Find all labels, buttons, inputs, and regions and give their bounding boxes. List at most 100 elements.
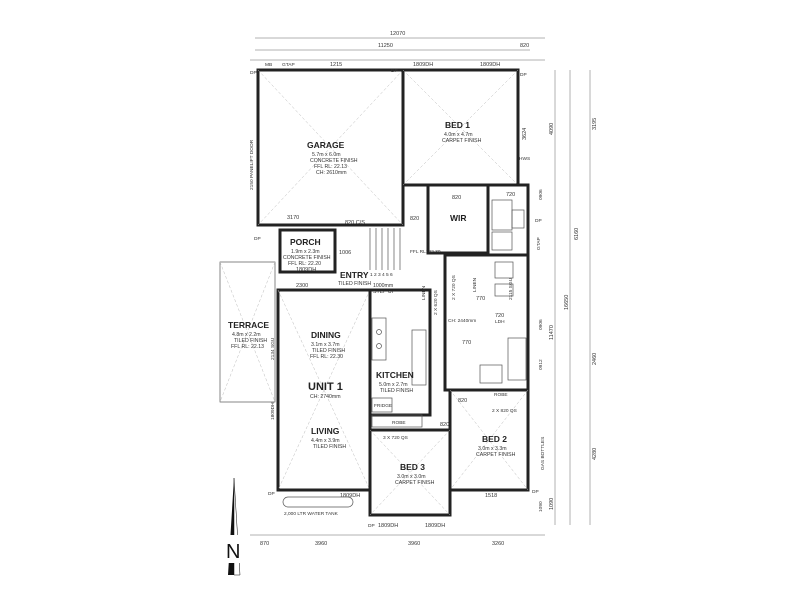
- dim-top-right: 820: [520, 43, 529, 49]
- dp-bottom-left: DP: [268, 491, 275, 497]
- dim-porch-2300: 2300: [296, 283, 308, 289]
- dim-top-overall: 12070: [390, 31, 405, 37]
- robe2-label: ROBE: [494, 392, 508, 398]
- kitchen-size: 5.0m x 2.7m: [379, 382, 408, 388]
- dim-right-4090: 4090: [549, 123, 555, 135]
- dim-right-16650: 16650: [564, 295, 570, 310]
- terrace-finish: TILED FINISH: [234, 338, 267, 344]
- dim-door-720b: 720: [495, 313, 504, 319]
- dim-door-770b: 770: [462, 340, 471, 346]
- ldh-label: LDH: [495, 319, 505, 325]
- living-label: LIVING: [311, 426, 340, 436]
- gtap-top-label: GTAP: [282, 62, 295, 68]
- garage-label: GARAGE: [307, 140, 345, 150]
- unit-label: UNIT 1: [308, 381, 343, 393]
- garage-ffl: FFL RL: 22.13: [314, 164, 347, 170]
- dp-bottom-mid: DP: [368, 523, 375, 529]
- dim-top-1215: 1215: [330, 62, 342, 68]
- bed2-size: 3.0m x 3.3m: [478, 446, 507, 452]
- dp-top-left: DP: [250, 70, 257, 76]
- robe2-qs-label: 2 X 820 QS: [492, 408, 517, 414]
- living-size: 4.4m x 3.9m: [311, 438, 340, 444]
- dim-bot-dh1: 1809DH: [340, 493, 360, 499]
- porch-label: PORCH: [290, 237, 321, 247]
- dim-r-0906: 0906: [538, 189, 544, 200]
- steps-numbers: 1 2 3 4 5 6: [370, 272, 393, 278]
- dim-garage-820cs: 820 C/S: [345, 220, 365, 226]
- linen-label: LINEN: [421, 285, 427, 300]
- ch-hall-label: CH: 2440mm: [448, 318, 476, 324]
- terrace-label: TERRACE: [228, 320, 269, 330]
- panelift-door-label: 2150 PANELIFT DOOR: [249, 139, 255, 190]
- bed2-finish: CARPET FINISH: [476, 452, 516, 458]
- dim-bot-3960b: 3960: [408, 541, 420, 547]
- dim-right-4280: 4280: [592, 448, 598, 460]
- dim-door-770a: 770: [476, 296, 485, 302]
- dim-bot-3960a: 3960: [315, 541, 327, 547]
- dim-porch-1809: 1809DH: [296, 267, 316, 273]
- bed3-qs-label: 3 X 720 QS: [383, 435, 408, 441]
- gtap-right-label: GTAP: [536, 237, 542, 250]
- bed1-finish: CARPET FINISH: [442, 138, 482, 144]
- unit-ch: CH: 2740mm: [310, 394, 341, 400]
- bed1-label: BED 1: [445, 120, 470, 130]
- dp-top-right: DP: [520, 72, 527, 78]
- dining-finish: TILED FINISH: [312, 348, 345, 354]
- mb-label: MB: [265, 62, 272, 68]
- dp-right-lower: DP: [532, 489, 539, 495]
- dim-r-1090b: 1090: [538, 501, 544, 512]
- garage-finish: CONCRETE FINISH: [310, 158, 358, 164]
- bed3-finish: CARPET FINISH: [395, 480, 435, 486]
- garage-size: 5.7m x 6.0m: [312, 152, 341, 158]
- porch-ffl: FFL RL: 22.20: [288, 261, 321, 267]
- dim-r-0912: 0912: [538, 359, 544, 370]
- living-finish: TILED FINISH: [313, 444, 346, 450]
- dim-bot-dh2: 1809DH: [378, 523, 398, 529]
- terrace-ffl: FFL RL: 22.13: [231, 344, 264, 350]
- dim-door-720: 720: [506, 192, 515, 198]
- wc-qs-label: 2 X 720 QS: [451, 275, 457, 300]
- dim-right-6160: 6160: [574, 228, 580, 240]
- dim-porch-1006: 1006: [339, 250, 351, 256]
- garage-ch: CH: 2610mm: [316, 170, 347, 176]
- dim-top-dh1: 1809DH: [413, 62, 433, 68]
- dp-top-mid: DP: [391, 68, 398, 74]
- north-label: N: [226, 541, 240, 563]
- terrace-size: 4.8m x 2.2m: [232, 332, 261, 338]
- dim-door-820d: 820: [440, 422, 449, 428]
- dim-bot-dh3: 1809DH: [425, 523, 445, 529]
- dim-door-820a: 820: [452, 195, 461, 201]
- wir-label: WIR: [450, 213, 467, 223]
- hws-label: HWS: [519, 156, 530, 162]
- dim-garage-3170: 3170: [287, 215, 299, 221]
- porch-size: 1.9m x 2.3m: [291, 249, 320, 255]
- entry-step: 1000mm: [373, 283, 393, 289]
- linen-qs-label: 2 X 620 QS: [433, 290, 439, 315]
- dim-door-820b: 820: [410, 216, 419, 222]
- dim-r-3624: 3624: [522, 128, 528, 140]
- dim-left-1809: 1809DH: [270, 402, 276, 420]
- dining-size: 3.1m x 3.7m: [311, 342, 340, 348]
- fridge-label: FRIDGE: [374, 403, 392, 409]
- ffl-hall-label: FFL RL: 22.30: [410, 249, 441, 255]
- dim-right-11470: 11470: [549, 325, 555, 340]
- dim-bot-870: 870: [260, 541, 269, 547]
- dim-top-dh2: 1809DH: [480, 62, 500, 68]
- dining-ffl: FFL RL: 22.30: [310, 354, 343, 360]
- sgu-left-label: 2134 SGU: [270, 337, 276, 360]
- bed3-label: BED 3: [400, 462, 425, 472]
- north-arrow-icon: [222, 477, 246, 576]
- entry-label: ENTRY: [340, 270, 369, 280]
- linen2-label: LINEN: [472, 277, 478, 292]
- entry-stairs: [369, 228, 401, 270]
- dim-r-0906b: 0906: [538, 319, 544, 330]
- dim-door-820c: 820: [458, 398, 467, 404]
- dp-left-porch: DP: [254, 236, 261, 242]
- entry-finish: TILED FINISH: [338, 281, 371, 287]
- water-tank: [282, 496, 354, 508]
- dim-top-sub: 11250: [378, 43, 393, 49]
- gas-bottles-label: GAS BOTTLES: [540, 437, 546, 470]
- water-tank-label: 2,000 LTR WATER TANK: [284, 511, 339, 517]
- entry-step2: STEP UP: [373, 289, 396, 295]
